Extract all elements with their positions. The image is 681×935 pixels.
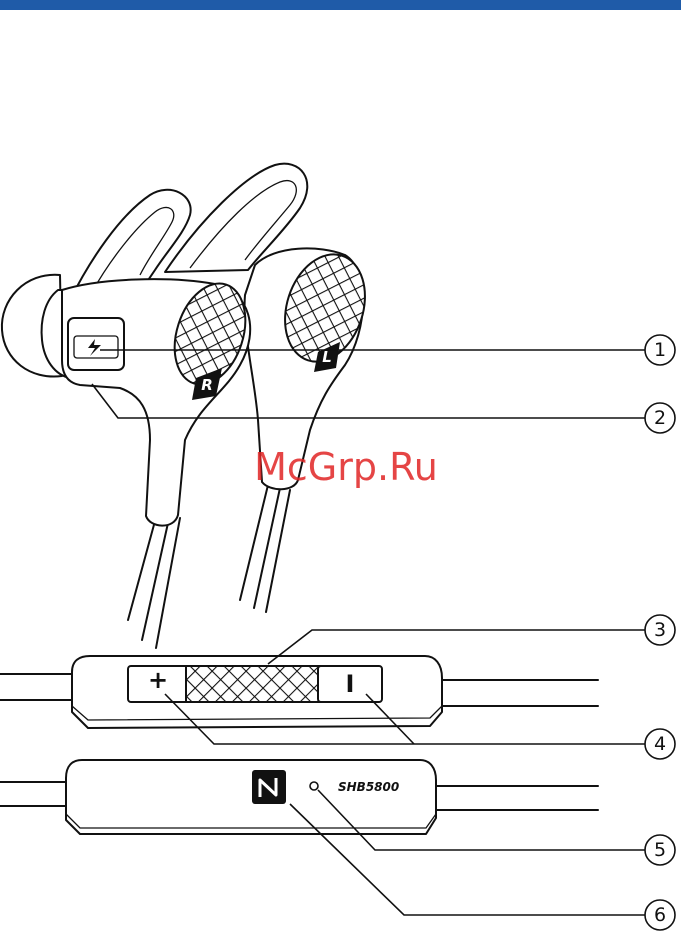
watermark-text: McGrp.Ru xyxy=(254,445,438,489)
callout-1: 1 xyxy=(654,339,666,361)
nfc-logo-icon xyxy=(252,770,286,804)
volume-up-label: + xyxy=(148,666,168,694)
right-side-label: R xyxy=(201,376,213,394)
remote-control: + I xyxy=(0,656,598,728)
callout-3: 3 xyxy=(654,619,666,641)
callouts: 1 2 3 4 5 6 xyxy=(645,335,675,930)
led-indicator xyxy=(310,782,318,790)
callout-6: 6 xyxy=(654,904,666,926)
volume-down-label: I xyxy=(346,670,355,698)
battery-unit: SHB5800 xyxy=(0,760,598,834)
callout-4: 4 xyxy=(654,733,666,755)
right-earbud: R xyxy=(2,274,258,525)
callout-5: 5 xyxy=(654,839,666,861)
model-name: SHB5800 xyxy=(338,780,399,794)
callout-2: 2 xyxy=(654,407,666,429)
